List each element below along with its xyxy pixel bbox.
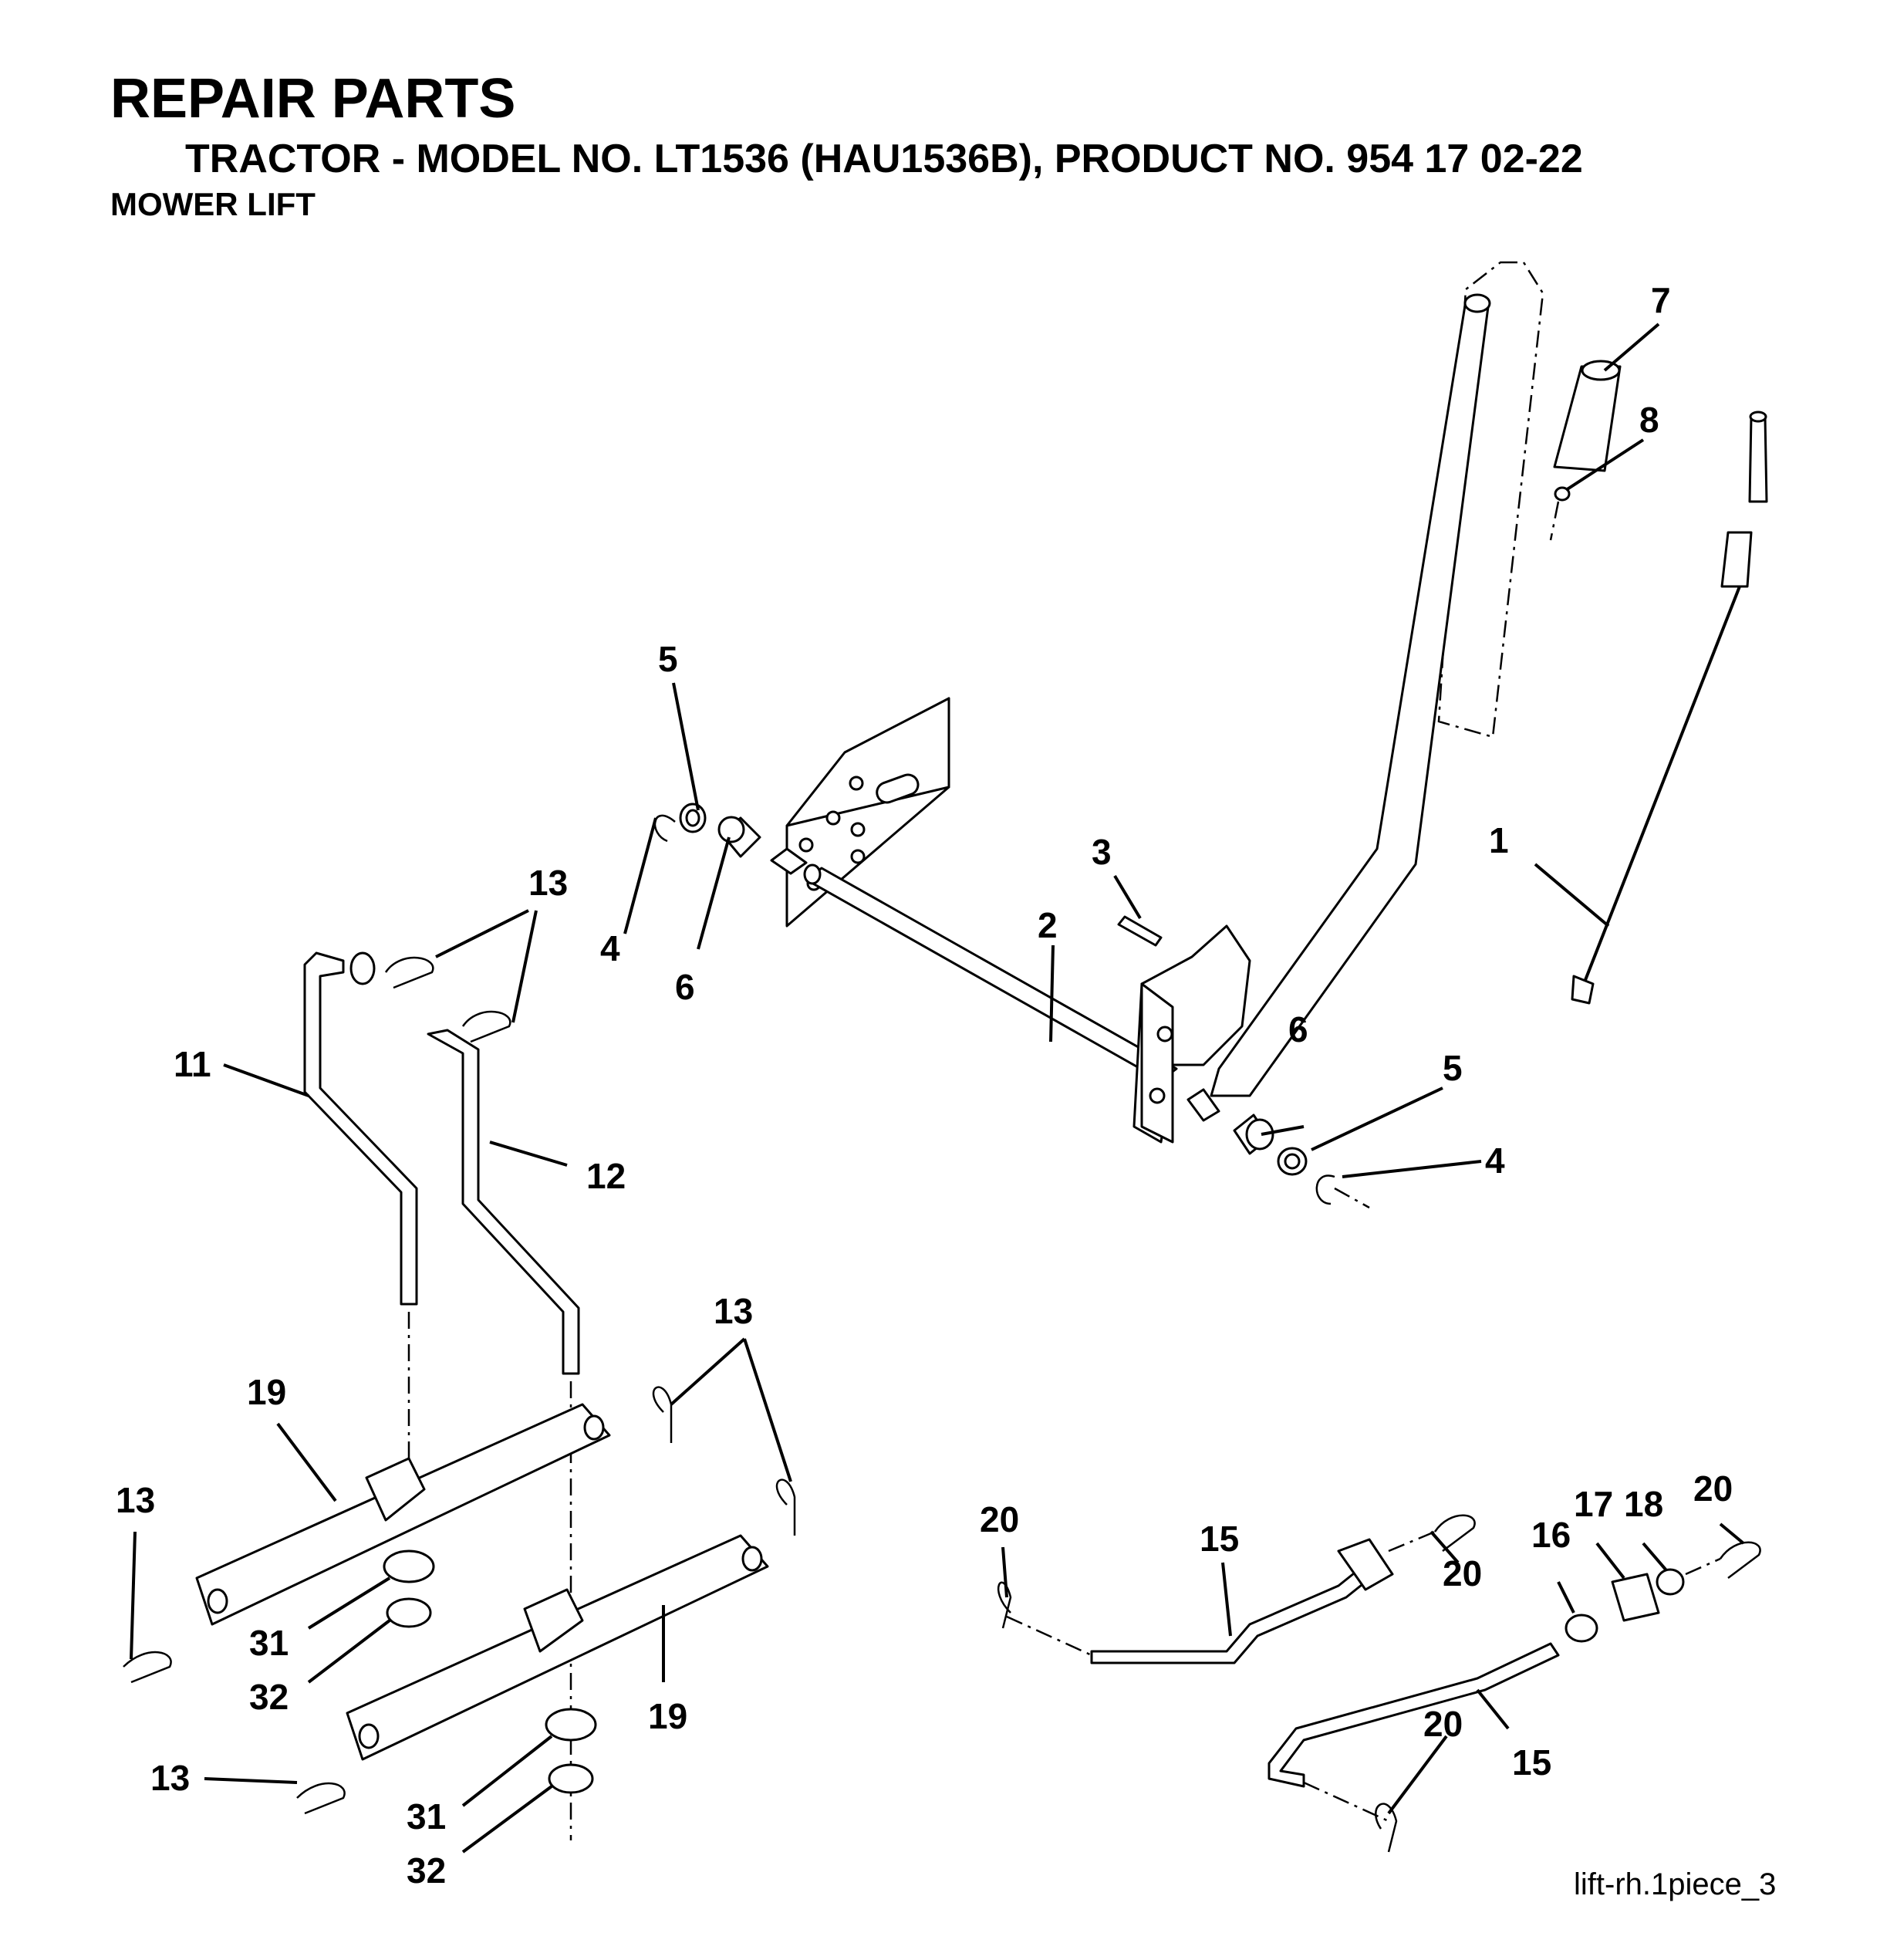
handle-outline-dashed — [1437, 261, 1544, 738]
callout-11: 11 — [174, 1044, 211, 1084]
callout-20-right: 20 — [1693, 1468, 1733, 1509]
callout-2: 2 — [1038, 905, 1058, 945]
callout-7: 7 — [1651, 280, 1671, 320]
callout-20-upper: 20 — [1443, 1553, 1482, 1593]
figure-code: lift-rh.1piece_3 — [1574, 1867, 1776, 1901]
callout-13-mid: 13 — [714, 1291, 753, 1331]
adjustment-rod-15-lower — [1267, 1642, 1560, 1823]
handle-grip — [1549, 360, 1622, 541]
mounting-plate — [785, 697, 950, 928]
lift-arm-11 — [303, 951, 418, 1532]
left-hardware — [653, 803, 761, 858]
callout-12: 12 — [586, 1156, 626, 1196]
callout-labels: 1 2 3 4 4 5 5 6 6 7 8 11 12 13 13 13 13 … — [116, 280, 1733, 1891]
leader-lines — [130, 323, 1745, 1854]
spacers-nuts — [383, 1549, 597, 1794]
callout-31-lower: 31 — [407, 1796, 446, 1837]
callout-17: 17 — [1574, 1484, 1613, 1524]
roll-pin — [1117, 915, 1163, 947]
callout-32-upper: 32 — [249, 1677, 289, 1717]
trunnion-hardware — [1565, 1557, 1721, 1643]
lever-bracket — [1132, 924, 1251, 1144]
callout-6-left: 6 — [675, 967, 695, 1007]
callout-4-left: 4 — [600, 928, 620, 968]
callout-20-lower: 20 — [1423, 1704, 1463, 1744]
callout-31-upper: 31 — [249, 1623, 289, 1663]
callout-19-upper: 19 — [247, 1372, 286, 1412]
lift-link-19-upper — [195, 1403, 611, 1626]
callout-15-upper: 15 — [1200, 1519, 1239, 1559]
callout-5-right: 5 — [1443, 1048, 1463, 1088]
callout-13-top: 13 — [528, 863, 568, 903]
page-title: REPAIR PARTS — [110, 68, 516, 130]
lift-link-19-lower — [346, 1534, 769, 1761]
callout-15-lower: 15 — [1512, 1742, 1551, 1783]
callout-6-right: 6 — [1288, 1009, 1308, 1049]
lift-link — [1571, 411, 1768, 1005]
adjustment-rod-15-upper — [1006, 1530, 1436, 1664]
hairpins-20 — [997, 1514, 1761, 1853]
cross-shaft — [770, 847, 1178, 1082]
hairpin-clips — [123, 956, 796, 1815]
right-hardware — [1186, 1088, 1370, 1209]
callout-13-left: 13 — [116, 1480, 155, 1520]
callout-16: 16 — [1531, 1515, 1571, 1555]
callout-3: 3 — [1092, 832, 1112, 872]
callout-19-lower: 19 — [648, 1696, 687, 1736]
callout-8: 8 — [1639, 400, 1659, 440]
callout-1: 1 — [1489, 820, 1509, 860]
model-subtitle: TRACTOR - MODEL NO. LT1536 (HAU1536B), P… — [185, 137, 1583, 181]
lift-lever — [1210, 293, 1491, 1097]
callout-4-right: 4 — [1485, 1141, 1505, 1181]
callout-20-left: 20 — [980, 1499, 1019, 1539]
callout-18: 18 — [1624, 1484, 1663, 1524]
callout-13-bottom: 13 — [150, 1758, 190, 1798]
section-title: MOWER LIFT — [110, 186, 316, 222]
callout-32-lower: 32 — [407, 1850, 446, 1891]
callout-5-left: 5 — [658, 639, 678, 679]
